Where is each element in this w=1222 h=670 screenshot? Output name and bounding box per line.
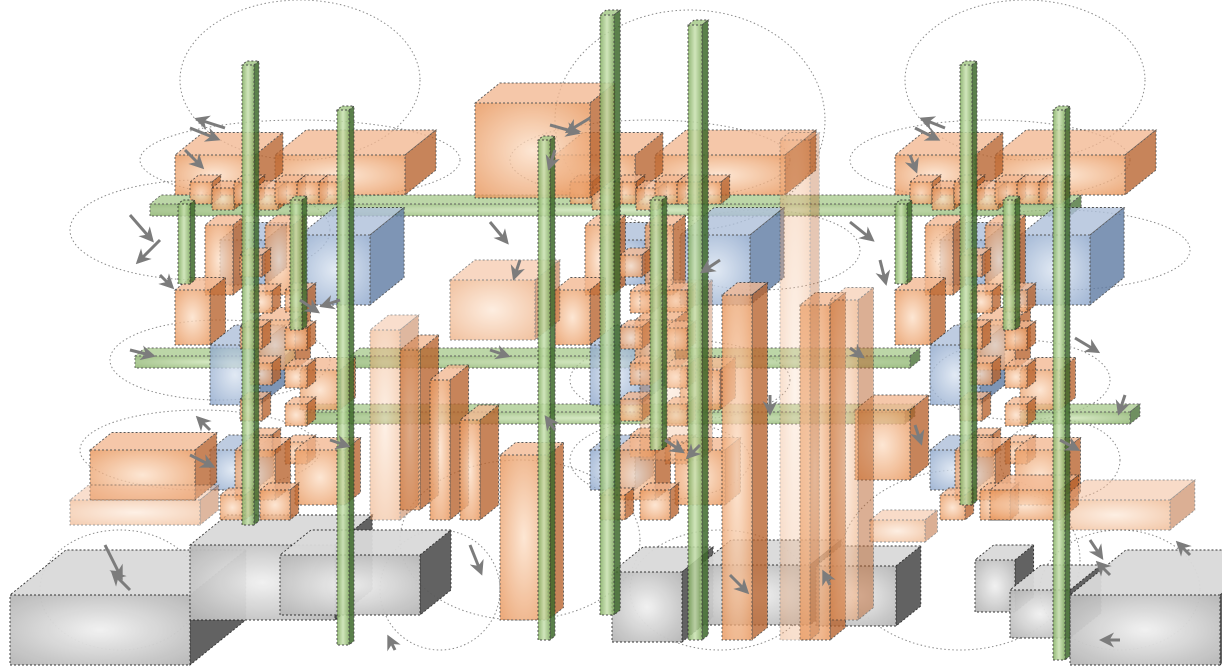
green-via bbox=[240, 60, 261, 526]
current-arrow bbox=[904, 154, 919, 174]
copper-block bbox=[553, 276, 607, 346]
ground-block bbox=[8, 549, 248, 666]
copper-slab-left bbox=[88, 431, 218, 501]
copper-cube bbox=[283, 396, 317, 427]
current-arrow bbox=[387, 634, 401, 652]
current-arrow bbox=[1115, 394, 1130, 416]
copper-cube bbox=[638, 482, 680, 521]
copper-block bbox=[893, 276, 947, 346]
current-arrow bbox=[919, 116, 946, 131]
copper-cube bbox=[618, 247, 652, 278]
field-loop bbox=[139, 119, 461, 201]
green-via bbox=[958, 60, 979, 506]
field-loop bbox=[999, 419, 1121, 501]
green-via bbox=[536, 135, 557, 641]
green-via bbox=[1051, 105, 1072, 661]
copper-pillar bbox=[720, 281, 769, 641]
current-arrow bbox=[189, 126, 221, 142]
current-arrow bbox=[329, 435, 351, 450]
copper-cube bbox=[283, 358, 317, 389]
copper-cube bbox=[1003, 358, 1037, 389]
copper-pillar bbox=[778, 131, 821, 641]
current-arrow bbox=[195, 415, 212, 432]
current-arrow bbox=[103, 544, 123, 581]
current-arrow bbox=[468, 544, 484, 576]
current-arrow bbox=[1059, 437, 1081, 451]
current-arrow bbox=[1095, 560, 1112, 577]
green-via bbox=[893, 199, 914, 285]
current-arrow bbox=[128, 214, 154, 243]
copper-pillar bbox=[828, 286, 875, 621]
current-arrow bbox=[822, 569, 836, 587]
current-arrow bbox=[135, 238, 162, 265]
current-arrow bbox=[189, 453, 216, 468]
current-arrow bbox=[129, 345, 156, 361]
green-via bbox=[1001, 195, 1022, 331]
current-arrow bbox=[914, 126, 941, 141]
copper-slab-left bbox=[68, 484, 220, 526]
current-arrow bbox=[183, 148, 205, 170]
current-arrow bbox=[685, 443, 702, 460]
current-arrows bbox=[103, 115, 1192, 652]
current-arrow bbox=[489, 345, 511, 360]
current-arrow bbox=[910, 424, 925, 446]
current-arrow bbox=[728, 573, 750, 595]
green-via bbox=[288, 195, 309, 331]
field-loop bbox=[904, 0, 1146, 161]
copper-cube bbox=[1003, 396, 1037, 427]
copper-fin bbox=[458, 404, 500, 521]
current-arrow bbox=[848, 343, 865, 359]
current-arrow bbox=[544, 415, 560, 432]
green-via bbox=[176, 199, 197, 285]
current-arrow bbox=[1088, 539, 1104, 560]
current-arrow bbox=[110, 570, 132, 592]
current-arrow bbox=[510, 259, 525, 281]
current-arrow bbox=[1074, 336, 1101, 354]
copper-fin bbox=[368, 314, 420, 521]
current-arrow bbox=[545, 149, 560, 171]
current-arrow bbox=[875, 259, 891, 286]
current-arrow bbox=[849, 220, 875, 242]
ground-block bbox=[1068, 549, 1222, 666]
current-arrow bbox=[319, 295, 341, 310]
current-arrow bbox=[299, 298, 320, 314]
green-via bbox=[686, 19, 710, 641]
current-arrow bbox=[488, 221, 509, 245]
copper-slab-right bbox=[1058, 479, 1197, 531]
green-via bbox=[598, 9, 622, 616]
solid-blocks bbox=[8, 9, 1222, 666]
current-arrow bbox=[194, 115, 226, 130]
current-arrow bbox=[564, 116, 591, 134]
green-via bbox=[335, 105, 356, 646]
copper-cube bbox=[258, 482, 300, 521]
current-arrow bbox=[1175, 540, 1192, 557]
current-arrow bbox=[664, 438, 685, 454]
field-loop bbox=[179, 0, 421, 161]
current-arrow bbox=[158, 273, 175, 290]
green-via bbox=[648, 195, 669, 451]
current-arrow bbox=[700, 258, 721, 274]
copper-block bbox=[173, 276, 227, 346]
copper-slab-right bbox=[868, 509, 939, 543]
ground-block bbox=[278, 529, 453, 616]
